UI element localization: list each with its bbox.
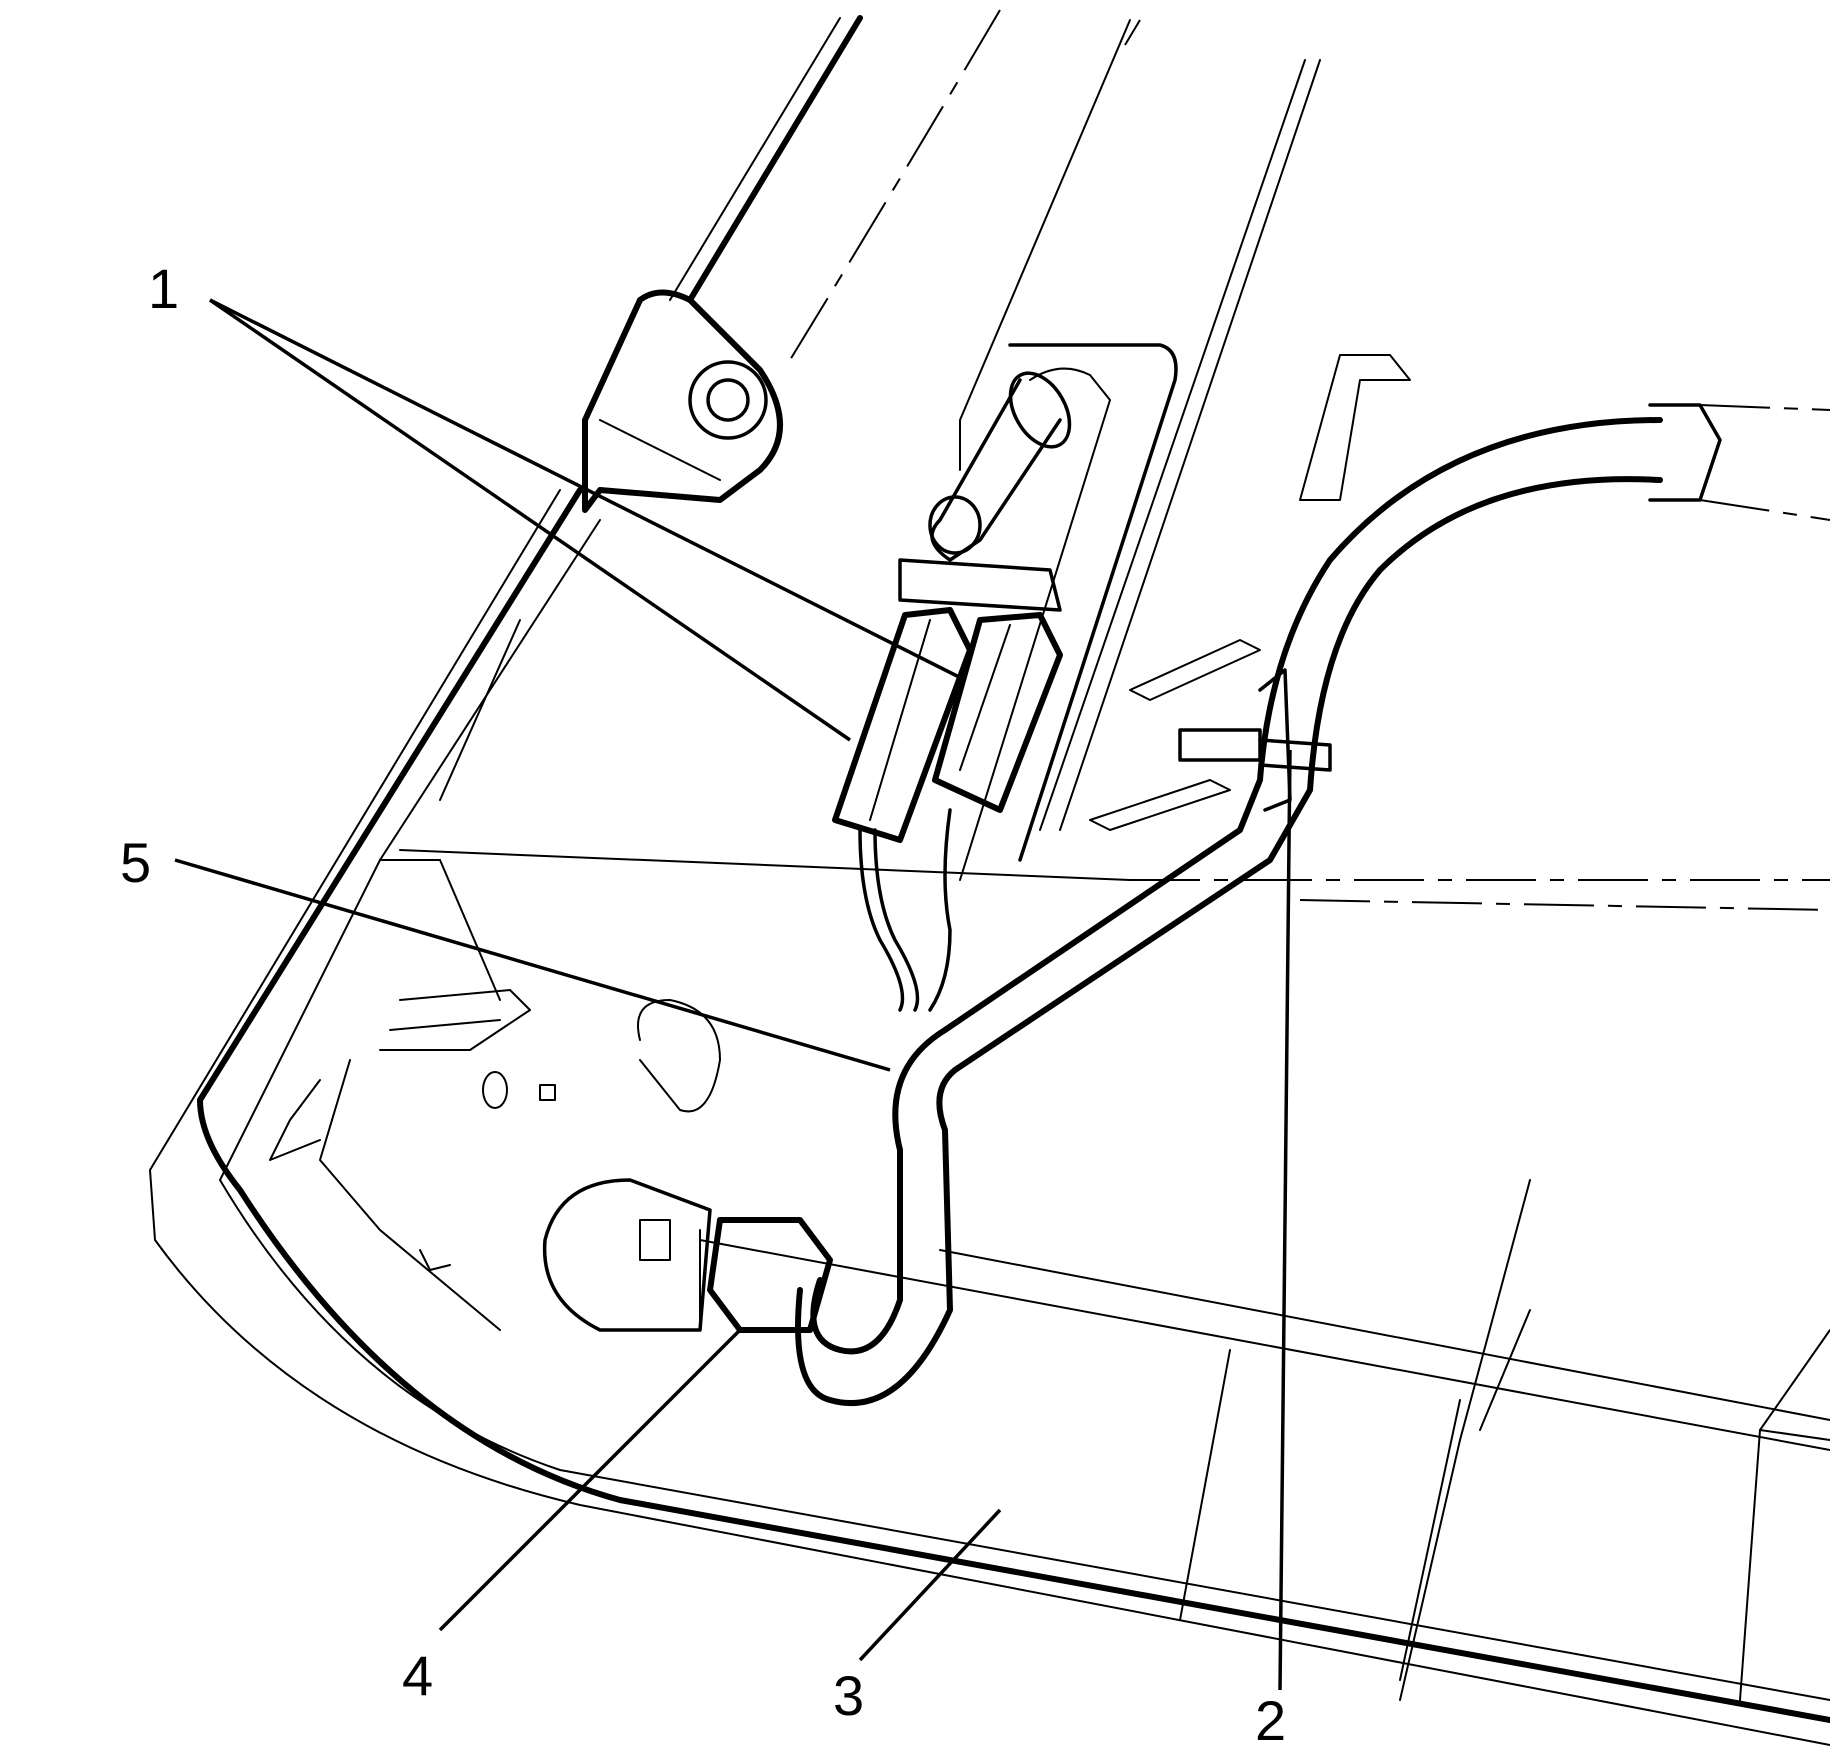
leader-4: [438, 1328, 742, 1632]
leader-2: [1278, 749, 1292, 1691]
lower-socket: [542, 1178, 833, 1333]
leader-3: [858, 1508, 1002, 1662]
wiring-harness: [795, 403, 1830, 1407]
leader-5: [174, 858, 891, 1072]
retainer-tabs: [1089, 354, 1411, 831]
callout-5: 5: [120, 831, 151, 894]
door-panel: [149, 487, 1830, 1746]
leader-lines: [174, 298, 1292, 1691]
interior-details: [269, 989, 721, 1331]
lower-panel-lines: [699, 1179, 1830, 1701]
pillar-frame: [669, 9, 1321, 831]
callout-1: 1: [148, 257, 179, 320]
socket-wires: [858, 808, 952, 1012]
hinge-bracket: [582, 289, 783, 513]
leader-1a: [209, 298, 966, 682]
harness-clip: [1178, 668, 1332, 812]
lamp-housing: [898, 343, 1178, 881]
bulb-socket-1: [832, 607, 973, 843]
bulb-socket-2: [932, 612, 1063, 813]
callout-3: 3: [833, 1664, 864, 1727]
callout-2: 2: [1255, 1689, 1286, 1751]
leader-1b: [209, 298, 851, 742]
callout-4: 4: [402, 1644, 433, 1707]
